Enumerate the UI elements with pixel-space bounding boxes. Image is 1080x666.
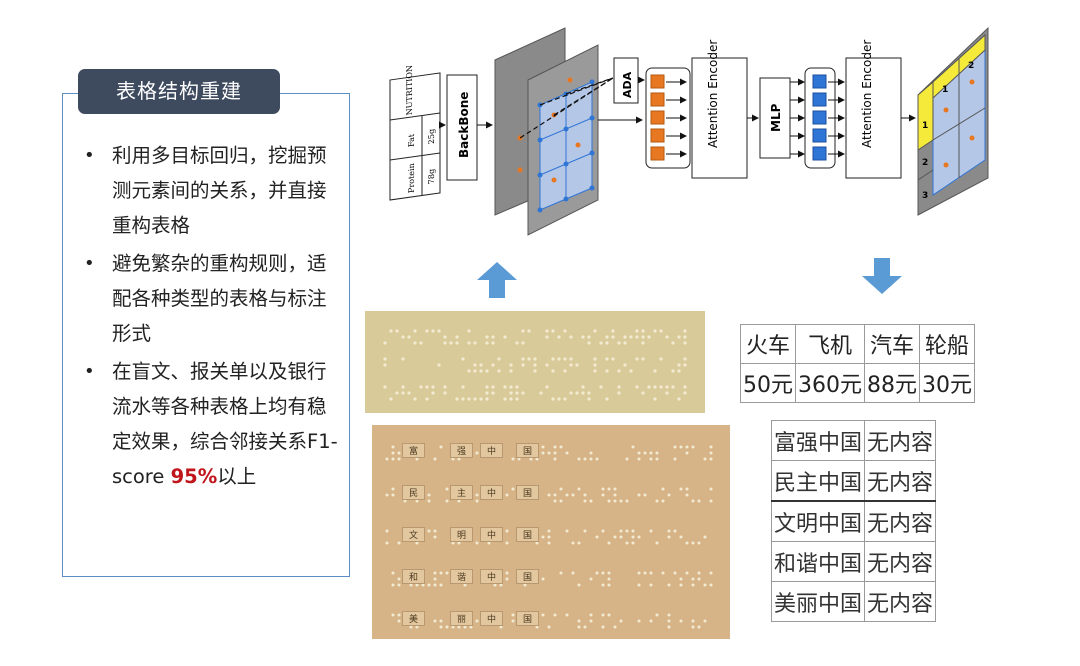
braille-label: 美 — [402, 611, 426, 626]
attention-encoder-2 — [845, 57, 902, 179]
svg-text:Attention Encoder: Attention Encoder — [860, 40, 874, 148]
braille-label: 中 — [480, 485, 504, 500]
bullet-item: 在盲文、报关单以及银行流水等各种表格上均有稳定效果，综合邻接关系F1-score… — [84, 354, 344, 494]
svg-text:Protein: Protein — [407, 163, 416, 194]
backbone-block — [446, 74, 478, 181]
architecture-diagram: NUTRITION Fat 25g Protein 78g BackBone A… — [389, 26, 989, 236]
svg-text:2: 2 — [968, 61, 974, 71]
braille-label: 国 — [516, 443, 540, 458]
panel-title: 表格结构重建 — [78, 69, 280, 114]
attention-encoder-1 — [691, 57, 748, 179]
feature-list: 利用多目标回归，挖掘预测元素间的关系，并直接重构表格 避免繁杂的重构规则，适配各… — [84, 138, 344, 497]
braille-label: 谐 — [450, 569, 474, 584]
ada-label: ADA — [621, 71, 634, 98]
table-row: 和谐中国无内容 — [770, 541, 937, 582]
nutrition-title: NUTRITION — [405, 64, 414, 115]
braille-label: 和 — [402, 569, 426, 584]
braille-label: 中 — [480, 443, 504, 458]
input-table-image: NUTRITION Fat 25g Protein 78g — [389, 64, 441, 201]
svg-text:78g: 78g — [427, 168, 436, 185]
braille-image-2: 富强中国民主中国文明中国和谐中国美丽中国 — [372, 425, 730, 639]
svg-text:Attention Encoder: Attention Encoder — [706, 40, 720, 148]
mlp-block — [759, 77, 791, 159]
svg-text:1: 1 — [922, 121, 928, 131]
svg-text:2: 2 — [922, 158, 928, 168]
table-row: 火车 飞机 汽车 轮船 — [740, 324, 975, 364]
table-row: 美丽中国无内容 — [770, 581, 937, 622]
bullet-item: 避免繁杂的重构规则，适配各种类型的表格与标注形式 — [84, 246, 344, 351]
braille-label: 民 — [402, 485, 426, 500]
svg-text:1: 1 — [942, 85, 948, 95]
bullet-item: 利用多目标回归，挖掘预测元素间的关系，并直接重构表格 — [84, 138, 344, 243]
braille-label: 国 — [516, 611, 540, 626]
braille-label: 国 — [516, 569, 540, 584]
f1-score-value: 95% — [170, 465, 218, 488]
backbone-label: BackBone — [457, 92, 471, 158]
braille-label: 文 — [402, 527, 426, 542]
braille-label: 国 — [516, 485, 540, 500]
braille-label: 国 — [516, 527, 540, 542]
output-table: 1 2 1 2 3 — [917, 26, 989, 216]
braille-label: 强 — [450, 443, 474, 458]
table-row: 文明中国无内容 — [770, 500, 937, 542]
braille-label: 主 — [450, 485, 474, 500]
slogan-table: 富强中国无内容 民主中国无内容 文明中国无内容 和谐中国无内容 美丽中国无内容 — [770, 420, 937, 622]
arrow-up-icon — [477, 262, 517, 298]
svg-text:25g: 25g — [427, 128, 436, 145]
braille-label: 丽 — [450, 611, 474, 626]
svg-text:Fat: Fat — [407, 133, 416, 148]
braille-label: 富 — [402, 443, 426, 458]
table-row: 富强中国无内容 — [770, 420, 937, 461]
arrow-down-icon — [862, 258, 902, 294]
braille-label: 中 — [480, 611, 504, 626]
braille-label: 明 — [450, 527, 474, 542]
braille-label: 中 — [480, 527, 504, 542]
table-row: 民主中国无内容 — [770, 460, 937, 502]
table-row: 50元 360元 88元 30元 — [740, 363, 975, 403]
mlp-label: MLP — [769, 103, 783, 132]
braille-image-1 — [365, 311, 705, 413]
svg-text:3: 3 — [922, 191, 928, 201]
transport-table: 火车 飞机 汽车 轮船 50元 360元 88元 30元 — [740, 324, 975, 403]
braille-label: 中 — [480, 569, 504, 584]
